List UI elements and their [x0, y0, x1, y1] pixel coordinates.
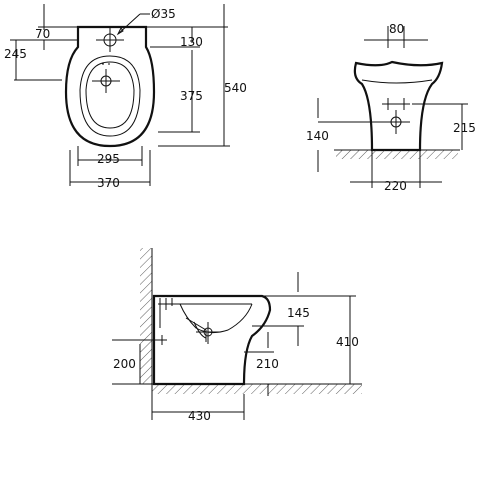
- dim-145: 145: [287, 306, 310, 320]
- dim-430: 430: [188, 409, 211, 423]
- front-view-outline: [353, 60, 444, 152]
- side-view-outline: [152, 294, 272, 386]
- dim-hole-diameter: Ø35: [151, 7, 176, 21]
- top-view-bowl-inner: [85, 61, 135, 129]
- top-view-bowl: [79, 55, 141, 137]
- top-view-outline: [64, 25, 156, 148]
- dim-200: 200: [113, 357, 136, 371]
- dim-70: 70: [35, 27, 50, 41]
- dim-375: 375: [180, 89, 203, 103]
- top-view: Ø35 70 245 130 375 540 295 370: [4, 4, 247, 190]
- dim-140: 140: [306, 129, 329, 143]
- dim-540: 540: [224, 81, 247, 95]
- dim-80: 80: [389, 22, 404, 36]
- dim-220: 220: [384, 179, 407, 193]
- dim-370: 370: [97, 176, 120, 190]
- side-view: 145 410 210 200 430: [112, 248, 362, 423]
- dim-210: 210: [256, 357, 279, 371]
- dim-245: 245: [4, 47, 27, 61]
- dim-410: 410: [336, 335, 359, 349]
- dim-130: 130: [180, 35, 203, 49]
- dim-215: 215: [453, 121, 476, 135]
- front-view: 80 140 215 220: [306, 22, 476, 193]
- dim-295: 295: [97, 152, 120, 166]
